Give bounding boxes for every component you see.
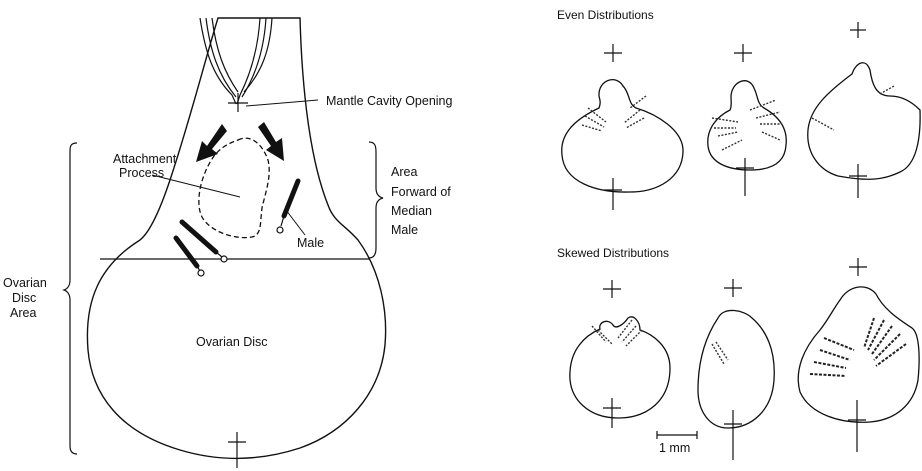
- skewed-specimen-2: [698, 279, 774, 460]
- male-marks: [810, 318, 906, 376]
- skewed-distributions-title: Skewed Distributions: [557, 246, 669, 260]
- male-marks: [712, 100, 782, 150]
- even-specimen-3: [808, 22, 920, 198]
- area-forward-label-line1: Area: [391, 165, 417, 179]
- left-schematic: Mantle Cavity Opening Attachment Process…: [3, 18, 453, 468]
- male-marks: [812, 86, 894, 130]
- specimen-outline: [798, 287, 919, 422]
- ovarian-disc-area-bracket: [64, 143, 77, 454]
- male-body: [176, 238, 197, 266]
- leader-line: [286, 210, 305, 235]
- male-marks: [592, 320, 642, 346]
- male-ring: [198, 270, 204, 276]
- male-marks: [582, 96, 646, 131]
- attachment-process-label-line1: Attachment: [113, 152, 177, 166]
- male-marks: [712, 342, 728, 364]
- ovarian-disc-area-label-line3: Area: [10, 306, 36, 320]
- scale-bar: 1 mm: [657, 431, 697, 455]
- scale-bar-label: 1 mm: [659, 441, 690, 455]
- mantle-tube-line: [244, 18, 272, 92]
- specimen-outline: [808, 63, 920, 180]
- male-body: [216, 252, 222, 257]
- male-body: [182, 222, 216, 252]
- ovarian-disc-area-label-line1: Ovarian: [3, 276, 47, 290]
- area-forward-label-line4: Male: [391, 223, 418, 237]
- skewed-specimen-1: [570, 280, 670, 428]
- leader-line: [246, 100, 318, 106]
- even-distributions-title: Even Distributions: [557, 8, 654, 22]
- mantle-cavity-opening-label: Mantle Cavity Opening: [326, 94, 453, 108]
- specimen-outline: [570, 317, 670, 418]
- male-label: Male: [297, 236, 324, 250]
- even-specimen-2: [708, 44, 786, 196]
- mantle-tube-line: [237, 18, 260, 104]
- area-forward-bracket: [369, 142, 383, 258]
- ovarian-disc-outline: [87, 18, 385, 458]
- specimen-outline: [562, 80, 683, 192]
- right-flow-arrow: [258, 122, 284, 161]
- ovarian-disc-label: Ovarian Disc: [196, 335, 268, 349]
- male-ring: [277, 227, 283, 233]
- skewed-specimen-3: [798, 258, 919, 452]
- specimen-outline: [698, 310, 774, 428]
- area-forward-label-line2: Forward of: [391, 185, 451, 199]
- left-flow-arrow: [196, 124, 227, 162]
- area-forward-label-line3: Median: [391, 204, 432, 218]
- specimen-outline: [708, 81, 786, 170]
- ovarian-disc-area-label-line2: Disc: [12, 291, 36, 305]
- right-distributions: Even Distributions Skewed Distributions: [557, 8, 920, 460]
- even-specimen-1: [562, 44, 683, 210]
- attachment-process-label-line2: Process: [119, 166, 164, 180]
- male-ring: [221, 256, 227, 262]
